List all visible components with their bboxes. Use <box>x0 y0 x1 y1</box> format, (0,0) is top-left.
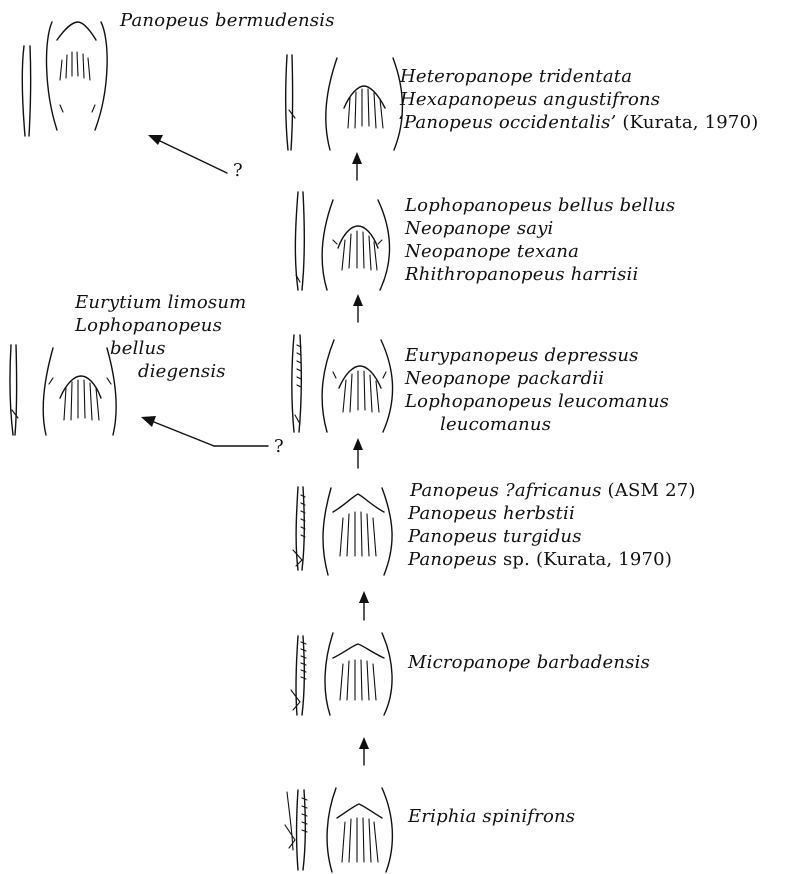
question-mark-mid: ? <box>274 436 284 457</box>
label-stage3-line4-italic: Panopeus <box>408 549 497 570</box>
label-stage6-line2: Hexapanopeus angustifrons <box>400 89 660 111</box>
label-stage5-line2: Neopanope sayi <box>405 218 554 240</box>
label-stage3-line1: Panopeus ?africanus (ASM 27) <box>410 480 696 502</box>
label-stage5-line3: Neopanope texana <box>405 241 579 263</box>
drawing-stage-2 <box>291 633 392 715</box>
label-stage3-line4-citation: sp. (Kurata, 1970) <box>497 549 672 570</box>
label-stage4-line2: Neopanope packardii <box>405 368 604 390</box>
label-eurytium-line3: bellus <box>110 338 166 360</box>
arrow-4-to-5 <box>353 294 363 322</box>
label-stage3-line2: Panopeus herbstii <box>408 503 575 525</box>
label-stage3-line1-italic: Panopeus ?africanus <box>410 480 602 501</box>
drawing-panopeus-bermudensis <box>22 22 107 136</box>
arrow-3-to-4 <box>353 438 363 468</box>
label-stage4-line4: leucomanus <box>440 414 551 436</box>
label-stage5-line4: Rhithropanopeus harrisii <box>405 264 638 286</box>
arrow-to-panopeus-bermudensis <box>148 135 227 173</box>
label-stage2: Micropanope barbadensis <box>408 652 650 674</box>
label-stage1: Eriphia spinifrons <box>408 806 575 828</box>
label-stage3-line1-citation: (ASM 27) <box>602 480 696 501</box>
label-eurytium-line4: diegensis <box>138 361 226 383</box>
label-stage3-line3: Panopeus turgidus <box>408 526 582 548</box>
label-stage4-line1: Eurypanopeus depressus <box>405 345 639 367</box>
label-stage3-line4: Panopeus sp. (Kurata, 1970) <box>408 549 672 571</box>
drawing-stage-5 <box>295 192 389 290</box>
label-stage6-line3: ‘Panopeus occidentalis’ (Kurata, 1970) <box>398 112 758 134</box>
label-panopeus-bermudensis: Panopeus bermudensis <box>120 10 335 32</box>
label-stage6-line1: Heteropanope tridentata <box>400 66 632 88</box>
drawing-stage-6 <box>286 55 403 150</box>
drawing-stage-3 <box>293 487 392 575</box>
question-mark-top: ? <box>233 160 243 181</box>
drawing-stage-4 <box>292 335 393 432</box>
arrow-to-eurytium-limosum <box>141 416 268 446</box>
label-stage4-line3: Lophopanopeus leucomanus <box>405 391 669 413</box>
drawing-stage-1 <box>285 788 392 872</box>
arrow-2-to-3 <box>359 591 369 620</box>
label-stage6-line3-italic: ‘Panopeus occidentalis’ <box>398 112 616 133</box>
arrow-1-to-2 <box>359 737 369 765</box>
label-eurytium-line2: Lophopanopeus <box>75 315 222 337</box>
label-stage6-line3-citation: (Kurata, 1970) <box>616 112 758 133</box>
label-stage5-line1: Lophopanopeus bellus bellus <box>405 195 675 217</box>
drawing-eurytium-limosum <box>10 345 116 435</box>
label-eurytium-line1: Eurytium limosum <box>75 292 246 314</box>
arrow-5-to-6 <box>352 152 362 180</box>
